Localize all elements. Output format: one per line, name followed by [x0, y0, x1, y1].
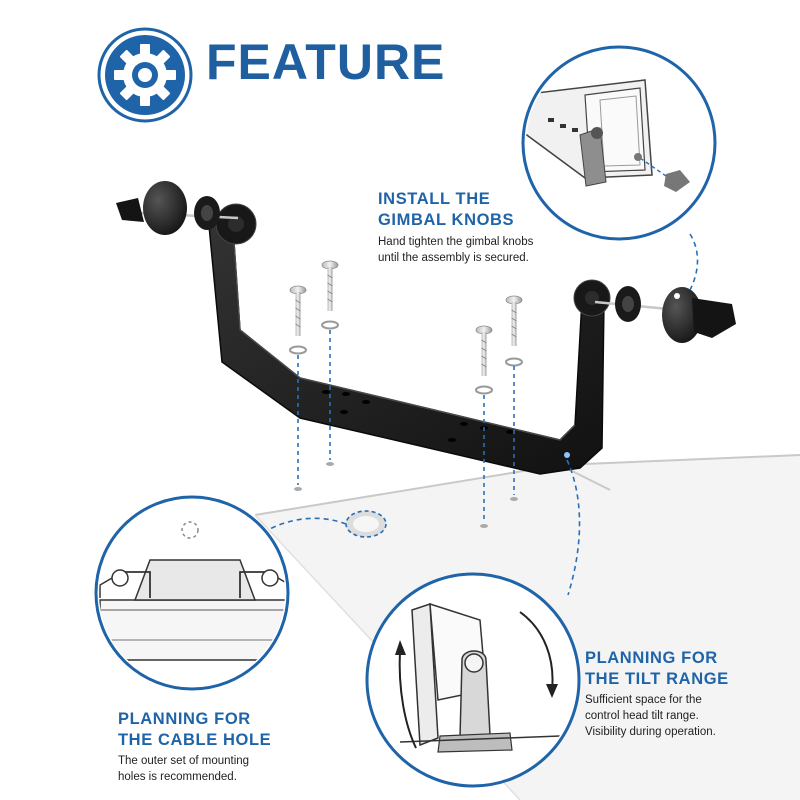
tilt-body-line-1: Sufficient space for the	[585, 694, 702, 706]
cable-heading-line-1: PLANNING FOR	[118, 710, 251, 728]
right-gimbal-knob	[594, 286, 736, 343]
mounting-screws	[289, 260, 523, 538]
callout-connectors	[267, 233, 699, 596]
cable-heading-line-2: THE CABLE HOLE	[118, 731, 272, 749]
tilt-body-line-2: control head tilt range.	[585, 710, 699, 722]
cable-hole-detail-circle	[94, 495, 290, 691]
gimbal-body-line-1: Hand tighten the gimbal knobs	[378, 236, 534, 248]
gimbal-detail-circle	[521, 45, 717, 241]
tilt-range-detail-circle	[365, 572, 581, 788]
gimbal-knobs-heading: INSTALL THE GIMBAL KNOBS	[378, 189, 558, 231]
cable-hole-heading: PLANNING FOR THE CABLE HOLE	[118, 709, 298, 751]
cable-hole-description: The outer set of mounting holes is recom…	[118, 753, 308, 785]
gimbal-heading-line-2: GIMBAL KNOBS	[378, 211, 515, 229]
tilt-range-heading: PLANNING FOR THE TILT RANGE	[585, 648, 765, 690]
tilt-body-line-3: Visibility during operation.	[585, 726, 716, 738]
tilt-range-description: Sufficient space for the control head ti…	[585, 692, 765, 740]
page-title: FEATURE	[206, 34, 446, 90]
gear-icon	[97, 27, 193, 123]
gimbal-body-line-2: until the assembly is secured.	[378, 252, 529, 264]
gimbal-heading-line-1: INSTALL THE	[378, 190, 491, 208]
tilt-heading-line-1: PLANNING FOR	[585, 649, 718, 667]
gimbal-knobs-description: Hand tighten the gimbal knobs until the …	[378, 234, 578, 266]
left-gimbal-knob	[116, 181, 239, 235]
tilt-heading-line-2: THE TILT RANGE	[585, 670, 729, 688]
cable-body-line-2: holes is recommended.	[118, 771, 237, 783]
cable-body-line-1: The outer set of mounting	[118, 755, 250, 767]
gimbal-bracket	[207, 203, 611, 475]
